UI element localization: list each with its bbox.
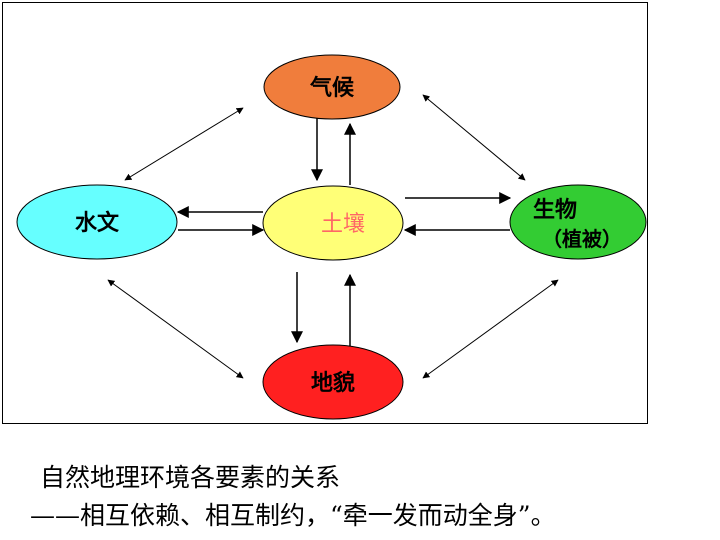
caption-title: 自然地理环境各要素的关系 [40,463,341,492]
arrow-hydrology-climate [124,107,244,181]
arrow-biology-landform [422,279,559,379]
arrow-climate-biology [422,94,526,181]
node-soil-shape [262,185,404,261]
node-climate-shape [263,54,401,120]
node-climate-label: 气候 [309,75,355,101]
arrow-hydrology-landform [107,279,244,379]
node-soil: 土壤 [262,185,404,261]
caption-subtitle: ——相互依赖、相互制约，“牵一发而动全身”。 [30,501,556,530]
node-landform-shape [262,344,404,420]
node-soil-label: 土壤 [321,212,365,237]
node-landform: 地貌 [262,344,404,420]
node-landform-label: 地貌 [311,370,355,396]
node-biology-shape [509,184,647,260]
node-hydrology-label: 水文 [75,210,120,236]
node-hydrology: 水文 [16,184,178,260]
node-hydrology-shape [16,184,178,260]
node-biology-label-line1: 生物 [533,197,577,223]
node-biology: 生物 （植被） [509,184,647,260]
relationship-diagram: 气候 水文 土壤 生物 （植被） 地貌 [16,54,647,420]
node-climate: 气候 [263,54,401,120]
node-biology-label-line2: （植被） [542,227,622,251]
